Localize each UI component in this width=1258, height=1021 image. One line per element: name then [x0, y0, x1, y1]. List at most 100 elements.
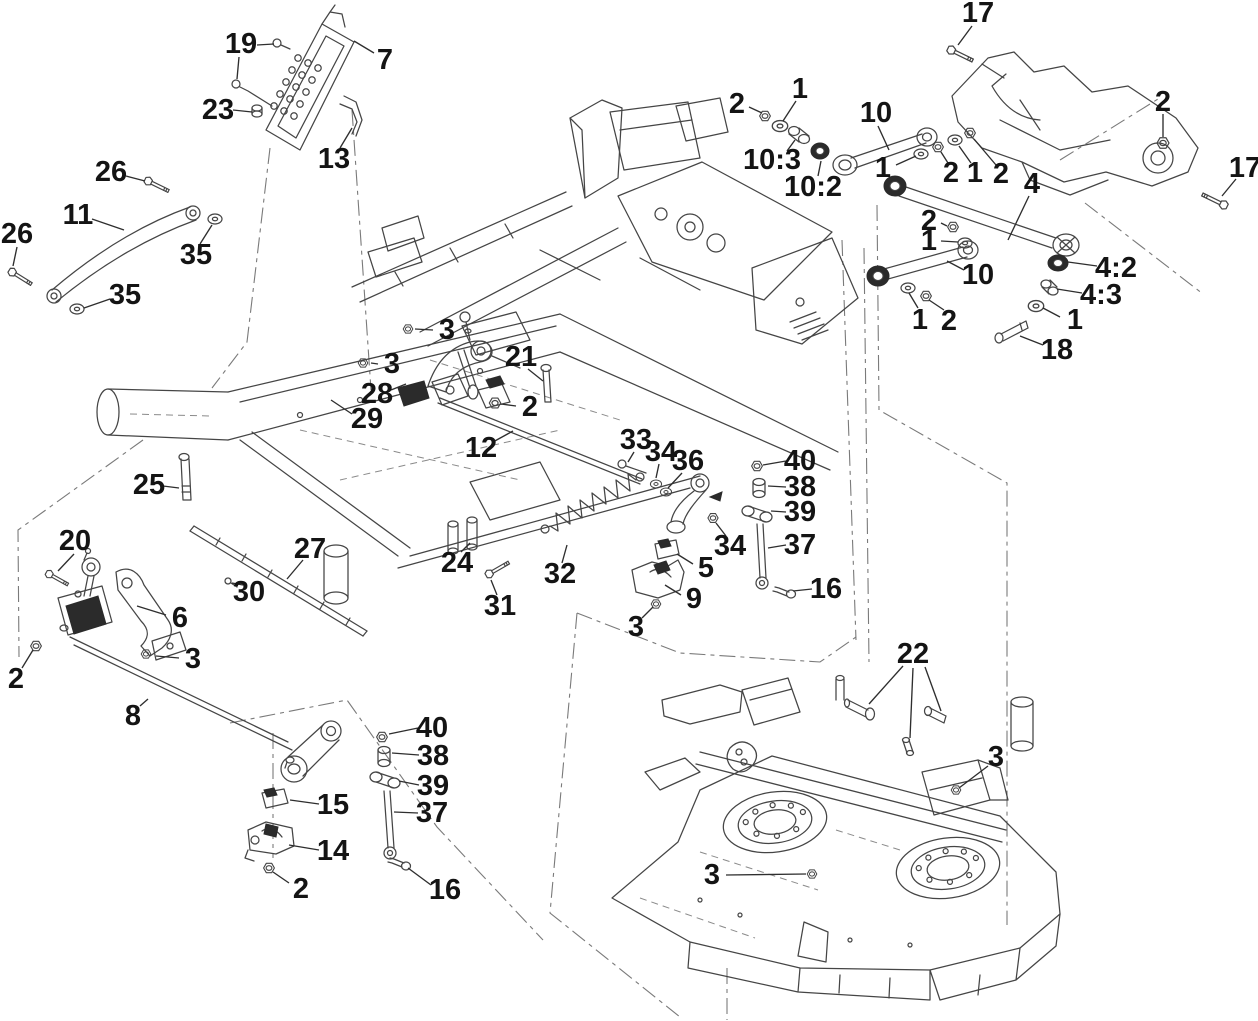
callout-38: 38	[417, 740, 449, 772]
leader-line	[1067, 261, 1098, 267]
leader-line	[414, 328, 434, 331]
leader-line	[155, 655, 180, 659]
callout-38: 38	[784, 471, 816, 503]
chassis-frame	[96, 313, 1034, 752]
leader-line	[1019, 335, 1044, 346]
callout-5: 5	[698, 552, 714, 584]
link-37-right	[741, 460, 797, 599]
bolt-26b	[6, 266, 35, 289]
leader-line	[231, 582, 244, 586]
leader-line	[928, 299, 945, 311]
leader-line	[500, 403, 517, 407]
leader-line	[490, 579, 498, 596]
leader-line	[748, 106, 763, 114]
callout-29: 29	[351, 403, 383, 435]
nut-2b	[932, 141, 944, 153]
rod-37r	[756, 523, 767, 579]
leader-line	[21, 649, 34, 669]
leader-line	[715, 522, 727, 537]
rear-casting	[945, 43, 1230, 212]
bracket-9	[631, 559, 685, 599]
callout-13: 13	[318, 143, 350, 175]
leader-line	[786, 139, 796, 152]
callout-25: 25	[133, 469, 165, 501]
screw-19b	[231, 79, 241, 89]
leader-line	[627, 451, 635, 463]
washer-34	[649, 479, 663, 489]
callout-2: 2	[729, 88, 745, 120]
leader-line	[232, 109, 253, 113]
callout-1: 1	[1067, 304, 1083, 336]
spring-assembly	[540, 459, 723, 534]
leader-line	[1221, 178, 1237, 197]
callout-3: 3	[384, 348, 400, 380]
callout-39: 39	[784, 496, 816, 528]
leader-line	[895, 155, 917, 166]
callout-2: 2	[993, 158, 1009, 190]
nut-3a	[402, 324, 414, 334]
callout-2: 2	[1155, 86, 1171, 118]
pin-24b	[466, 516, 478, 524]
leader-line	[199, 224, 213, 245]
spacer-38r	[752, 477, 766, 487]
callout-4:3: 4:3	[1080, 279, 1122, 311]
callout-6: 6	[172, 602, 188, 634]
bellcrank	[670, 489, 707, 525]
callout-36: 36	[672, 445, 704, 477]
bolt-20	[43, 568, 71, 589]
leader-line	[958, 145, 972, 164]
callout-17: 17	[1229, 152, 1258, 184]
rod-27-group	[189, 525, 368, 637]
link-4	[898, 185, 1057, 249]
bolt-17a	[945, 43, 976, 66]
leader-line	[12, 246, 18, 267]
callout-10: 10	[962, 259, 994, 291]
leader-line	[957, 25, 973, 46]
callout-32: 32	[544, 558, 576, 590]
leader-line	[57, 553, 75, 572]
clevis-and-clamps	[244, 720, 342, 874]
leader-line	[393, 811, 419, 814]
callout-30: 30	[233, 576, 265, 608]
leader-line	[561, 544, 568, 564]
nut-2c	[964, 127, 976, 139]
leader-line	[162, 485, 180, 489]
callout-33: 33	[620, 424, 652, 456]
leader-line	[909, 667, 914, 739]
nut-2-clamp	[263, 862, 275, 874]
hoc-rod-13	[339, 95, 363, 137]
leader-line	[762, 460, 787, 466]
screw-19a	[272, 38, 282, 48]
callout-3: 3	[628, 611, 644, 643]
leader-line	[460, 542, 471, 553]
bolt-25	[178, 452, 190, 462]
mower-deck	[611, 674, 1061, 1001]
callout-4: 4	[1024, 168, 1040, 200]
lever-grip	[397, 380, 430, 407]
nut-40r	[751, 460, 763, 472]
rod-12	[437, 397, 643, 485]
bolt-18	[994, 332, 1004, 344]
hoc-pin-holes	[270, 54, 322, 120]
spring-32	[549, 473, 637, 532]
leader-line	[868, 665, 904, 705]
washer-1e	[900, 282, 916, 294]
callout-10:2: 10:2	[784, 171, 842, 203]
leader-line	[655, 463, 660, 479]
leader-line	[286, 559, 304, 580]
callout-20: 20	[59, 525, 91, 557]
clamp-15	[261, 788, 289, 809]
leader-line	[940, 240, 959, 243]
callout-2: 2	[8, 663, 24, 695]
callout-35: 35	[180, 239, 212, 271]
frame-upper-structure	[351, 97, 859, 356]
leader-line	[908, 292, 919, 309]
deck-rear-bar	[695, 751, 1007, 843]
callout-2: 2	[921, 205, 937, 237]
leader-line	[391, 752, 420, 756]
callout-11: 11	[63, 199, 94, 231]
leader-line	[924, 666, 942, 712]
callout-3: 3	[988, 741, 1004, 773]
nut-34	[707, 513, 719, 523]
